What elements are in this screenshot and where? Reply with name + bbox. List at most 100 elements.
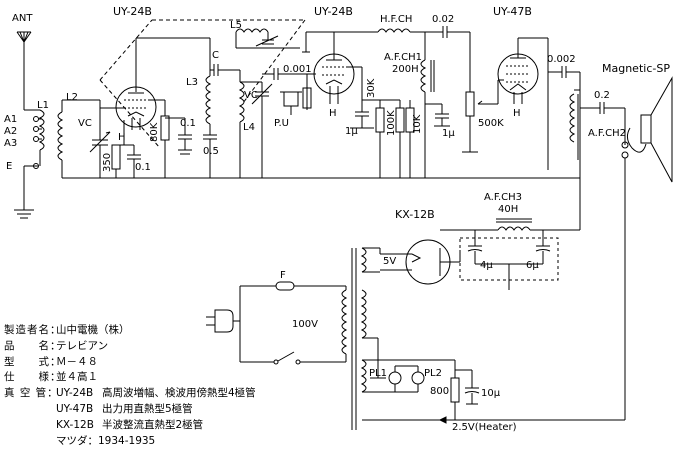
- spec-row-style: 仕 様： 並４高１: [4, 370, 314, 386]
- spec-value: 並４高１: [56, 371, 98, 384]
- spec-tube-desc: 高周波増幅、検波用傍熱型4極管: [102, 387, 256, 400]
- screen-resistor-80k: [160, 100, 192, 178]
- label-h3: H: [513, 108, 521, 119]
- hf-choke: [302, 28, 425, 53]
- tube-uy47b: [497, 37, 549, 170]
- label-l4: L4: [243, 122, 255, 133]
- label-c0002: 0.002: [547, 54, 576, 65]
- pilot-lamps: [388, 360, 625, 424]
- af-choke-2: [569, 89, 581, 170]
- label-hfch: H.F.CH: [380, 14, 412, 25]
- label-tube1: UY-24B: [113, 5, 152, 18]
- label-l5: L5: [230, 20, 242, 31]
- label-fuse: F: [280, 270, 286, 281]
- label-c01a: 0.1: [135, 162, 151, 173]
- label-heater: 2.5V(Heater): [452, 422, 517, 433]
- antenna-symbol: [16, 31, 32, 110]
- label-tube2: UY-24B: [314, 5, 353, 18]
- tube-uy24b-1: [100, 38, 165, 145]
- spec-key: 真 空 管：: [4, 387, 59, 400]
- coil-l3: [203, 70, 217, 178]
- label-a2: A2: [4, 126, 17, 137]
- ac-input: [206, 281, 347, 365]
- spec-key: 仕 様：: [4, 371, 62, 384]
- variable-capacitor-1: [89, 100, 111, 178]
- label-h2: H: [329, 108, 337, 119]
- spec-key: 型 式：: [4, 355, 62, 368]
- spec-value: テレビアン: [56, 339, 109, 352]
- magnetic-speaker: [621, 76, 673, 420]
- power-transformer: [341, 247, 455, 430]
- spec-row-tube2: UY-47B 出力用直熱型5極管: [4, 402, 314, 418]
- spec-key: 製造者名：: [4, 324, 62, 336]
- label-speaker: Magnetic-SP: [602, 62, 670, 75]
- label-pl1: PL1: [369, 368, 387, 379]
- label-pl2: PL2: [424, 368, 442, 379]
- label-l2: L2: [66, 92, 78, 103]
- tube2-bias-network: [350, 99, 415, 178]
- label-c: C: [212, 50, 219, 61]
- shield-dashed: [99, 19, 306, 149]
- label-80k: 80K: [149, 122, 160, 142]
- label-100k-b: 10K: [412, 114, 423, 134]
- label-800: 800: [430, 386, 449, 397]
- grid-capacitor-0001: [262, 68, 316, 80]
- pickup-jack: [280, 74, 312, 115]
- spec-tube-name: UY-24B: [56, 387, 94, 400]
- label-afch2: A.F.CH2: [588, 128, 626, 139]
- af-choke-1: [420, 32, 450, 178]
- label-350: 350: [102, 153, 113, 172]
- spec-row-model: 型 式： Ｍ－４８: [4, 355, 314, 371]
- antenna-coil-l1: [14, 109, 45, 219]
- label-l3: L3: [186, 77, 198, 88]
- label-afch1-value: 200H: [392, 64, 419, 75]
- spec-row-tube3: KX-12B 半波整流直熱型2極管: [4, 418, 314, 434]
- cathode-resistor-350: [111, 144, 141, 178]
- tube-uy24b-2: [313, 32, 363, 104]
- spec-tube-name: KX-12B: [56, 418, 94, 431]
- coil-l4: [238, 81, 245, 178]
- speaker-capacitor-02: [580, 102, 626, 145]
- label-c6u: 6μ: [526, 260, 539, 271]
- label-pu: P.U: [274, 118, 289, 129]
- spec-key: 品 名：: [4, 339, 62, 352]
- label-l1: L1: [37, 100, 49, 111]
- label-rectifier: KX-12B: [395, 208, 435, 221]
- label-afch3: A.F.CH3: [484, 192, 522, 203]
- label-c10u: 10μ: [481, 388, 501, 399]
- volume-pot-500k: [462, 79, 504, 153]
- label-a1: A1: [4, 114, 17, 125]
- spec-row-tube1: 真 空 管： UY-24B 高周波増幅、検波用傍熱型4極管: [4, 386, 314, 402]
- power-filter: [440, 218, 580, 290]
- coupling-capacitor-c: [210, 64, 241, 82]
- label-c1u-a: 1μ: [345, 126, 358, 137]
- variable-capacitor-2: [240, 81, 273, 178]
- label-100k-a: 100K: [386, 110, 397, 136]
- spec-tube-desc: 出力用直熱型5極管: [102, 402, 193, 415]
- spec-tube-name: UY-47B: [56, 402, 94, 415]
- label-c4u: 4μ: [480, 260, 493, 271]
- label-c1u-b: 1μ: [442, 128, 455, 139]
- label-e: E: [6, 161, 12, 172]
- spec-row-year: マツダ：1934-1935: [4, 434, 314, 450]
- label-c0001: 0.001: [283, 64, 312, 75]
- coupling-capacitor-002: [425, 26, 471, 92]
- label-c01b: 0.1: [180, 118, 196, 129]
- tone-capacitor-0002: [548, 66, 581, 178]
- label-vc1: VC: [78, 118, 92, 129]
- spec-value: 山中電機（株）: [56, 324, 130, 336]
- label-a3: A3: [4, 138, 17, 149]
- spec-row-maker: 製造者名： 山中電機（株）: [4, 323, 314, 339]
- spec-tube-desc: 半波整流直熱型2極管: [102, 418, 204, 431]
- label-afch3-value: 40H: [498, 204, 518, 215]
- label-30k: 30K: [366, 78, 377, 98]
- label-c002a: 0.02: [432, 14, 454, 25]
- label-afch1: A.F.CH1: [384, 52, 422, 63]
- label-h1: H: [118, 132, 126, 143]
- label-c05: 0.5: [203, 146, 219, 157]
- label-100v: 100V: [292, 319, 318, 330]
- spec-year: マツダ：1934-1935: [56, 434, 156, 447]
- regeneration-coil-l5: [235, 28, 300, 49]
- label-vc2: VC: [244, 90, 258, 101]
